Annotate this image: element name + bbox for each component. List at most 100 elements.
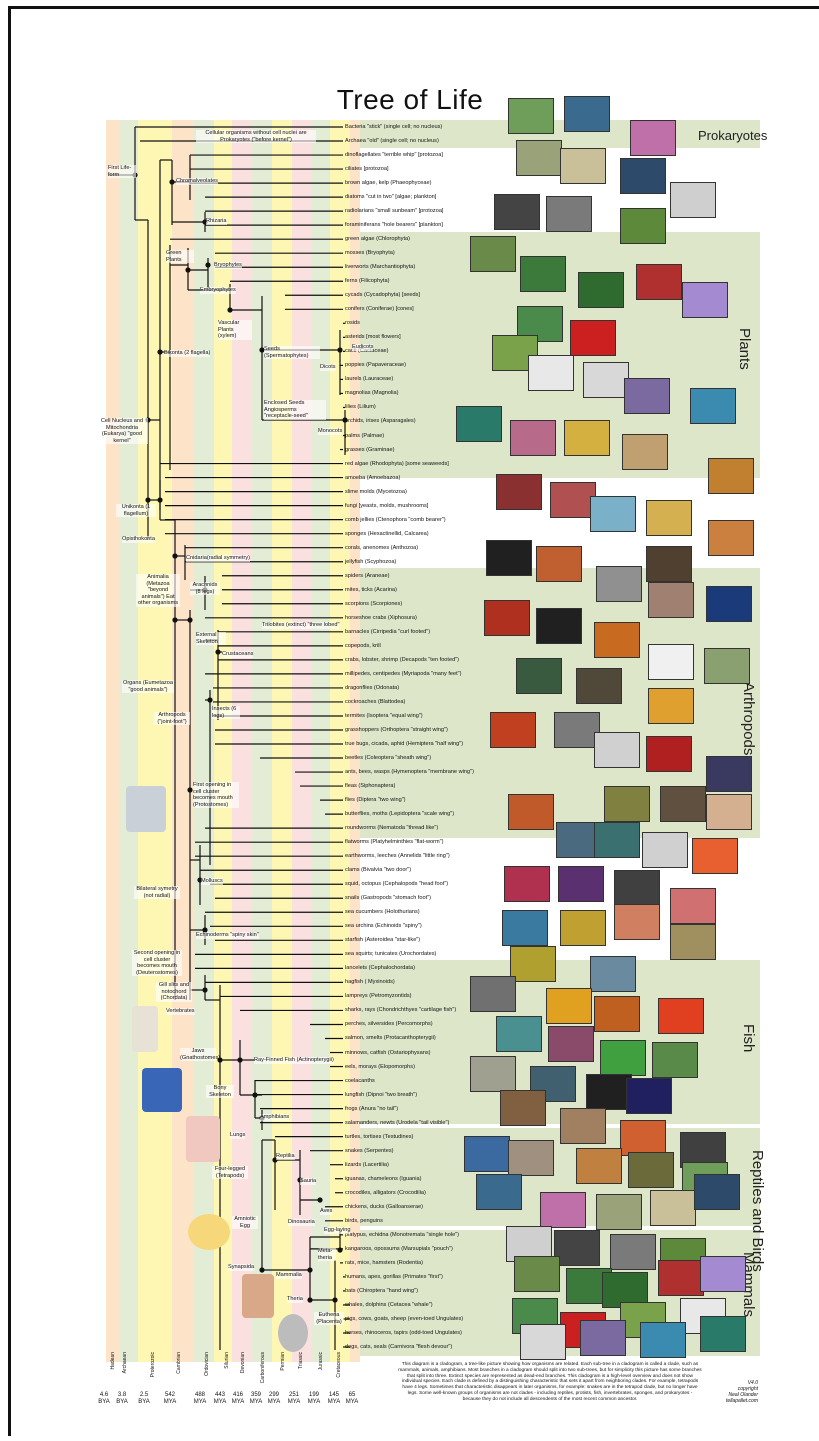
organism-photo	[456, 406, 502, 442]
era-band-triassic	[292, 120, 312, 1362]
organism-photo	[558, 866, 604, 902]
frame-top-border	[8, 6, 819, 9]
era-label: Devonian	[240, 1352, 246, 1374]
organism-photo	[500, 1090, 546, 1126]
era-band-silurian	[214, 120, 232, 1362]
species-label: diatoms "cut in two" [algae; plankton]	[345, 194, 437, 201]
clade-eukarya: Cell Nucleus and Mitochondria (Eukarya) …	[96, 418, 148, 444]
clade-bikonta: Bikonta (2 flagella)	[164, 350, 211, 357]
species-label: true bugs, cicada, aphid (Hemiptera "hal…	[345, 741, 464, 747]
organism-photo	[642, 832, 688, 868]
clade-eutheria: Eutheria (Placenta)	[314, 1312, 344, 1325]
species-label: copepods, krill	[345, 642, 381, 649]
era-label: Silurian	[224, 1352, 230, 1369]
organism-photo	[484, 600, 530, 636]
organism-photo	[536, 608, 582, 644]
version-site: tellapallet.com	[726, 1398, 758, 1404]
organism-photo	[510, 946, 556, 982]
organism-photo	[594, 622, 640, 658]
species-label: eels, morays (Elopomorphs)	[345, 1063, 415, 1070]
time-tick-value: 2.5	[139, 1392, 149, 1398]
embryo-illustration	[126, 786, 166, 832]
era-label: Ordovician	[204, 1352, 210, 1376]
species-label: sharks, rays (Chondrichthyes "cartilage …	[345, 1007, 457, 1014]
species-label: snails (Gastropods "stomach foot")	[345, 895, 432, 902]
species-label: beetles (Coleoptera "sheath wing")	[345, 755, 432, 762]
organism-photo	[496, 474, 542, 510]
clade-prokaryote-note: Cellular organisms without cell nuclei a…	[196, 130, 316, 143]
spine-illustration	[132, 1006, 158, 1052]
species-label: Bacteria "stick" (single cell; no nucleu…	[345, 124, 443, 130]
clade-synapsida: Synapsida	[228, 1264, 255, 1271]
organism-photo	[516, 658, 562, 694]
organism-photo	[658, 998, 704, 1034]
group-label-arthropods: Arthropods	[740, 682, 757, 756]
organism-photo	[590, 956, 636, 992]
organism-photo	[648, 688, 694, 724]
clade-enclosed-seeds: Enclosed Seeds Angiosperms "receptacle-s…	[264, 400, 326, 420]
species-label: rats, mice, hamsters (Rodentia)	[345, 1259, 424, 1266]
egg-illustration	[188, 1214, 230, 1250]
species-label: butterflies, moths (Lepidoptera "scale w…	[345, 811, 455, 818]
species-label: kangaroos, opossums (Marsupials "pouch")	[345, 1245, 453, 1252]
organism-photo	[614, 904, 660, 940]
species-label: frogs (Anura "no tail")	[345, 1105, 399, 1112]
time-tick-value: 65	[348, 1392, 356, 1398]
species-label: coelacanths	[345, 1077, 375, 1084]
species-label: dinoflagellates "terrible whip" [protozo…	[345, 152, 443, 159]
organism-photo	[600, 1040, 646, 1076]
organism-photo	[520, 256, 566, 292]
species-label: scorpions (Scorpiones)	[345, 600, 403, 607]
organism-photo	[560, 910, 606, 946]
species-label: horses, rhinoceros, tapirs (odd-toed Ung…	[345, 1329, 462, 1336]
species-label: platypus, echidna (Monotremata "single h…	[345, 1231, 460, 1238]
species-label: horseshoe crabs (Xiphosura)	[345, 614, 417, 621]
time-tick-unit: MYA	[163, 1399, 177, 1405]
species-label: iguanas, chameleons (Iguania)	[345, 1175, 422, 1182]
clade-lungs: Lungs	[230, 1132, 246, 1139]
organism-photo	[514, 1256, 560, 1292]
species-label: crocodiles, alligators (Crocodilia)	[345, 1189, 426, 1196]
clade-green-plants: Green Plants	[166, 250, 194, 263]
species-label: earthworms, leeches (Annelids "little ri…	[345, 853, 450, 860]
group-label-fish: Fish	[740, 1024, 757, 1053]
organism-photo	[658, 1260, 704, 1296]
group-label-prokaryotes: Prokaryotes	[698, 128, 768, 143]
species-label: humans, apes, gorillas (Primates "first"…	[345, 1273, 443, 1280]
species-label: mites, ticks (Acarina)	[345, 586, 397, 593]
species-label: asterids [most flowers]	[345, 334, 401, 341]
species-label: magnolias (Magnolia)	[345, 390, 399, 397]
species-label: chickens, ducks (Galloanserae)	[345, 1203, 424, 1210]
organism-photo	[648, 582, 694, 618]
organism-photo	[640, 1322, 686, 1358]
species-label: foraminiferans "hole bearers" [plankton]	[345, 222, 443, 229]
clade-amphibians: Amphibians	[260, 1114, 290, 1121]
species-label: starfish (Asteroidea "star-like")	[345, 937, 421, 944]
species-label: perches, silversides (Percomorphs)	[345, 1021, 433, 1028]
clade-metatheria: Meta-theria	[318, 1248, 336, 1261]
organism-photo	[660, 786, 706, 822]
species-label: squid, octopus (Cephalopods "head foot")	[345, 881, 449, 888]
synapsid-illustration	[242, 1274, 274, 1318]
organism-photo	[470, 1056, 516, 1092]
species-label: termites (Isoptera "equal wing")	[345, 712, 423, 719]
species-label: salmon, smelts (Protacanthopterygii)	[345, 1035, 436, 1042]
organism-photo	[504, 866, 550, 902]
clade-unikonta: Unikonta (1 flagellum)	[116, 504, 156, 517]
species-label: sea cucumbers (Holothurians)	[345, 909, 420, 916]
time-tick-unit: MYA	[231, 1399, 245, 1405]
clade-rhizaria: Rhizaria	[206, 218, 227, 225]
species-label: birds, penguins	[345, 1217, 383, 1224]
organism-photo	[586, 1074, 632, 1110]
species-label: amoeba (Amoebazoa)	[345, 474, 401, 481]
clade-echinoderms: Echinoderms "spiny skin"	[196, 932, 259, 939]
organism-photo	[646, 546, 692, 582]
organism-photo	[700, 1316, 746, 1352]
clade-amniotic: Amniotic Egg	[232, 1216, 258, 1229]
time-tick-unit: MYA	[345, 1399, 359, 1405]
organism-photo	[594, 996, 640, 1032]
